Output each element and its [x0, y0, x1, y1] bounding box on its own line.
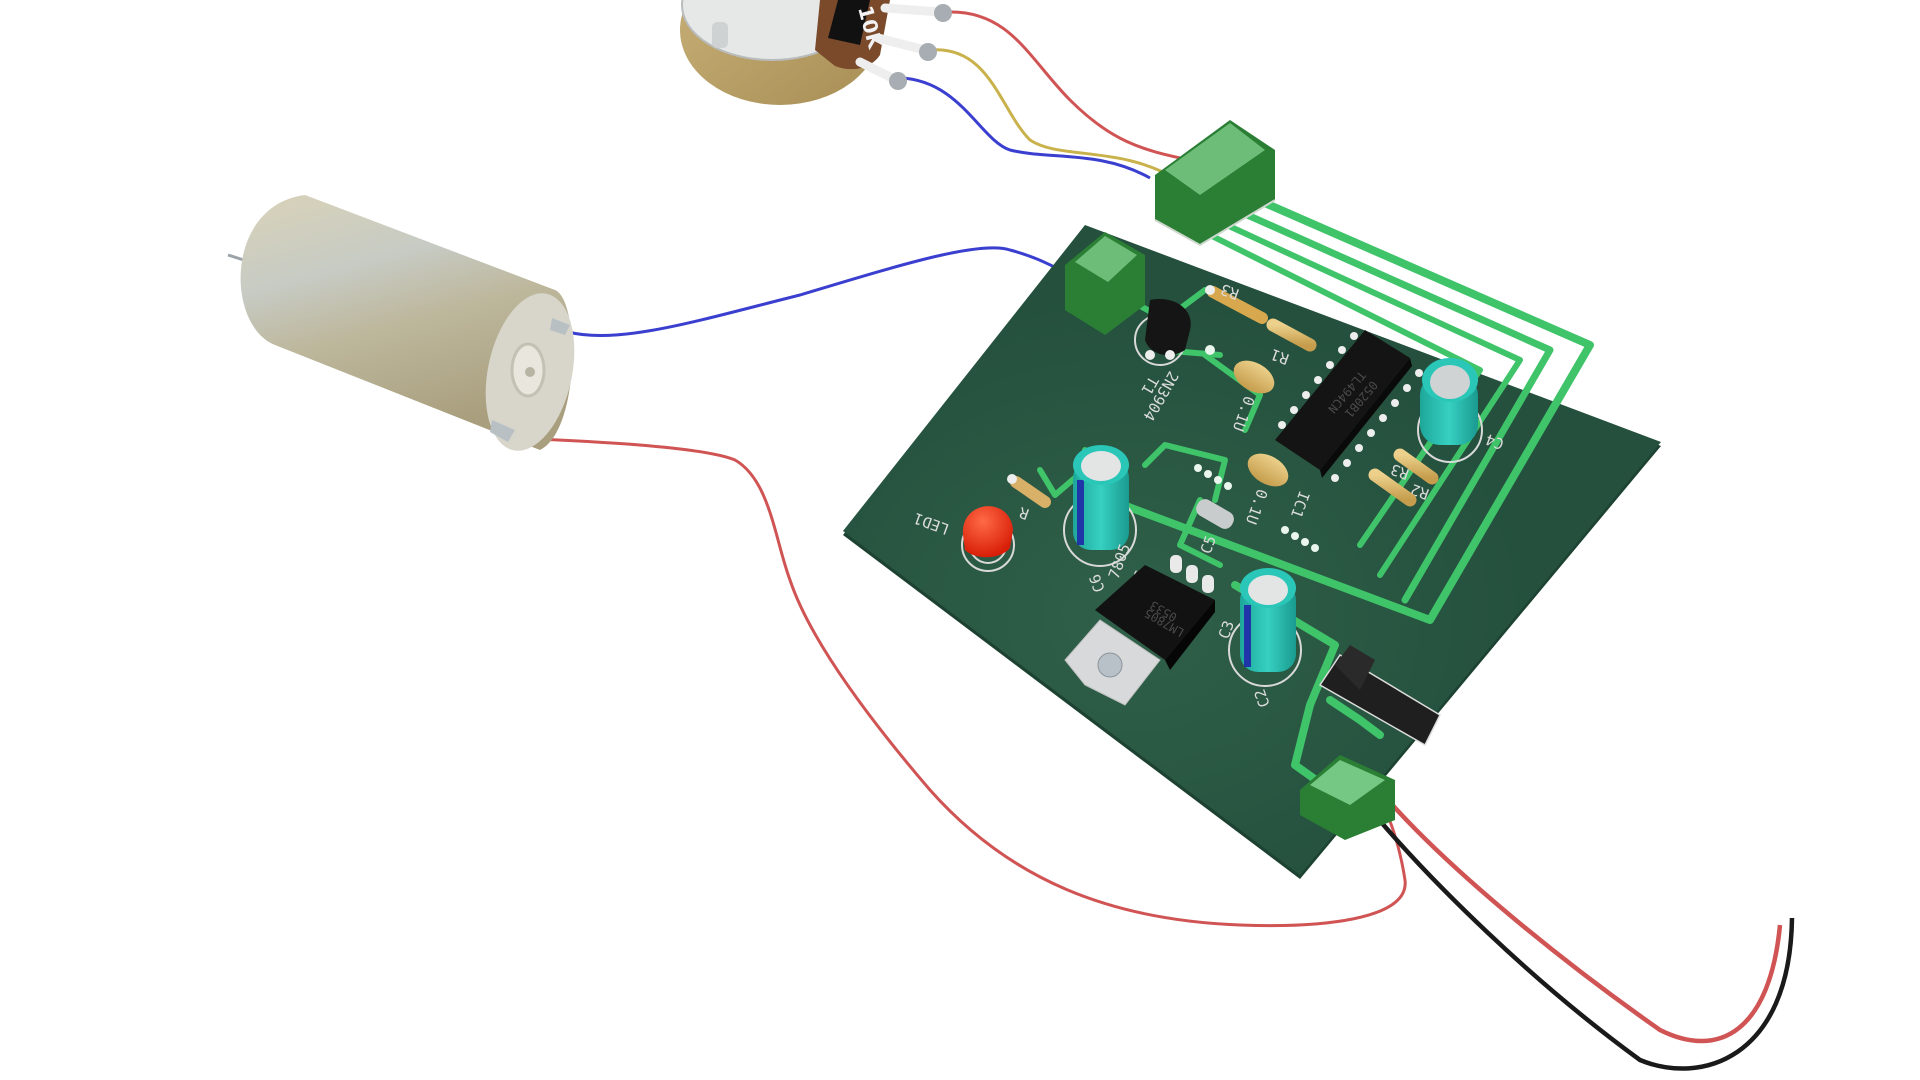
pot-wire-red [947, 10, 1191, 162]
slide-switch [1318, 645, 1441, 747]
terminal-block-motor [1065, 232, 1145, 335]
motor-wire-blue [567, 246, 1066, 338]
pot-solder-1 [934, 4, 952, 22]
r3-label: R3 [1388, 460, 1411, 483]
pot-label-plate [828, 0, 870, 45]
resistor-r1: R1 [1266, 318, 1317, 368]
c2-label: C2 [1251, 687, 1274, 710]
terminal-block-power [1300, 755, 1395, 840]
pot-wire-blue [899, 76, 1151, 180]
capacitor-c6: C6 [1063, 445, 1137, 595]
motor-terminal-bottom [490, 420, 515, 442]
via-dots [1194, 345, 1319, 552]
transistor-t1: T1 2N3904 [1134, 299, 1191, 424]
resistor-r3-top: R3 [1205, 280, 1268, 324]
r1-label: R1 [1268, 345, 1291, 368]
pot-solder-3 [889, 72, 907, 90]
capacitor-c5: C5 [1196, 499, 1234, 556]
motor-terminal-top [550, 318, 570, 335]
power-wire-black [1373, 813, 1795, 1071]
resistor-r3: R3 [1368, 460, 1417, 507]
pot-wire-yellow [929, 48, 1179, 182]
dc-motor [227, 195, 575, 451]
capacitor-c4: C4 [1417, 358, 1506, 463]
power-wire-red [1386, 798, 1783, 1044]
pot-pin-2 [873, 33, 930, 55]
c4-label: C4 [1483, 430, 1506, 453]
pot-pin-1 [880, 3, 945, 17]
regulator-7805: 7805 IC LM7805 0533 [1064, 541, 1215, 706]
terminal-block-pot [1154, 120, 1276, 247]
wires [514, 10, 1795, 1071]
pot-solder-2 [919, 43, 937, 61]
motor-shaft [525, 367, 535, 377]
motor-wire-red [514, 436, 1407, 928]
r3-top-label: R3 [1218, 280, 1241, 303]
pot-post [712, 22, 728, 48]
c6-label: C6 [1086, 572, 1109, 595]
capacitor-c2: C3 C2 [1215, 568, 1302, 710]
potentiometer: 10K [680, 0, 952, 105]
c5-label: C5 [1197, 533, 1220, 556]
pcb-board: T1 2N3904 R3 R1 0.1U 0.1U R2 R3 [843, 120, 1661, 879]
